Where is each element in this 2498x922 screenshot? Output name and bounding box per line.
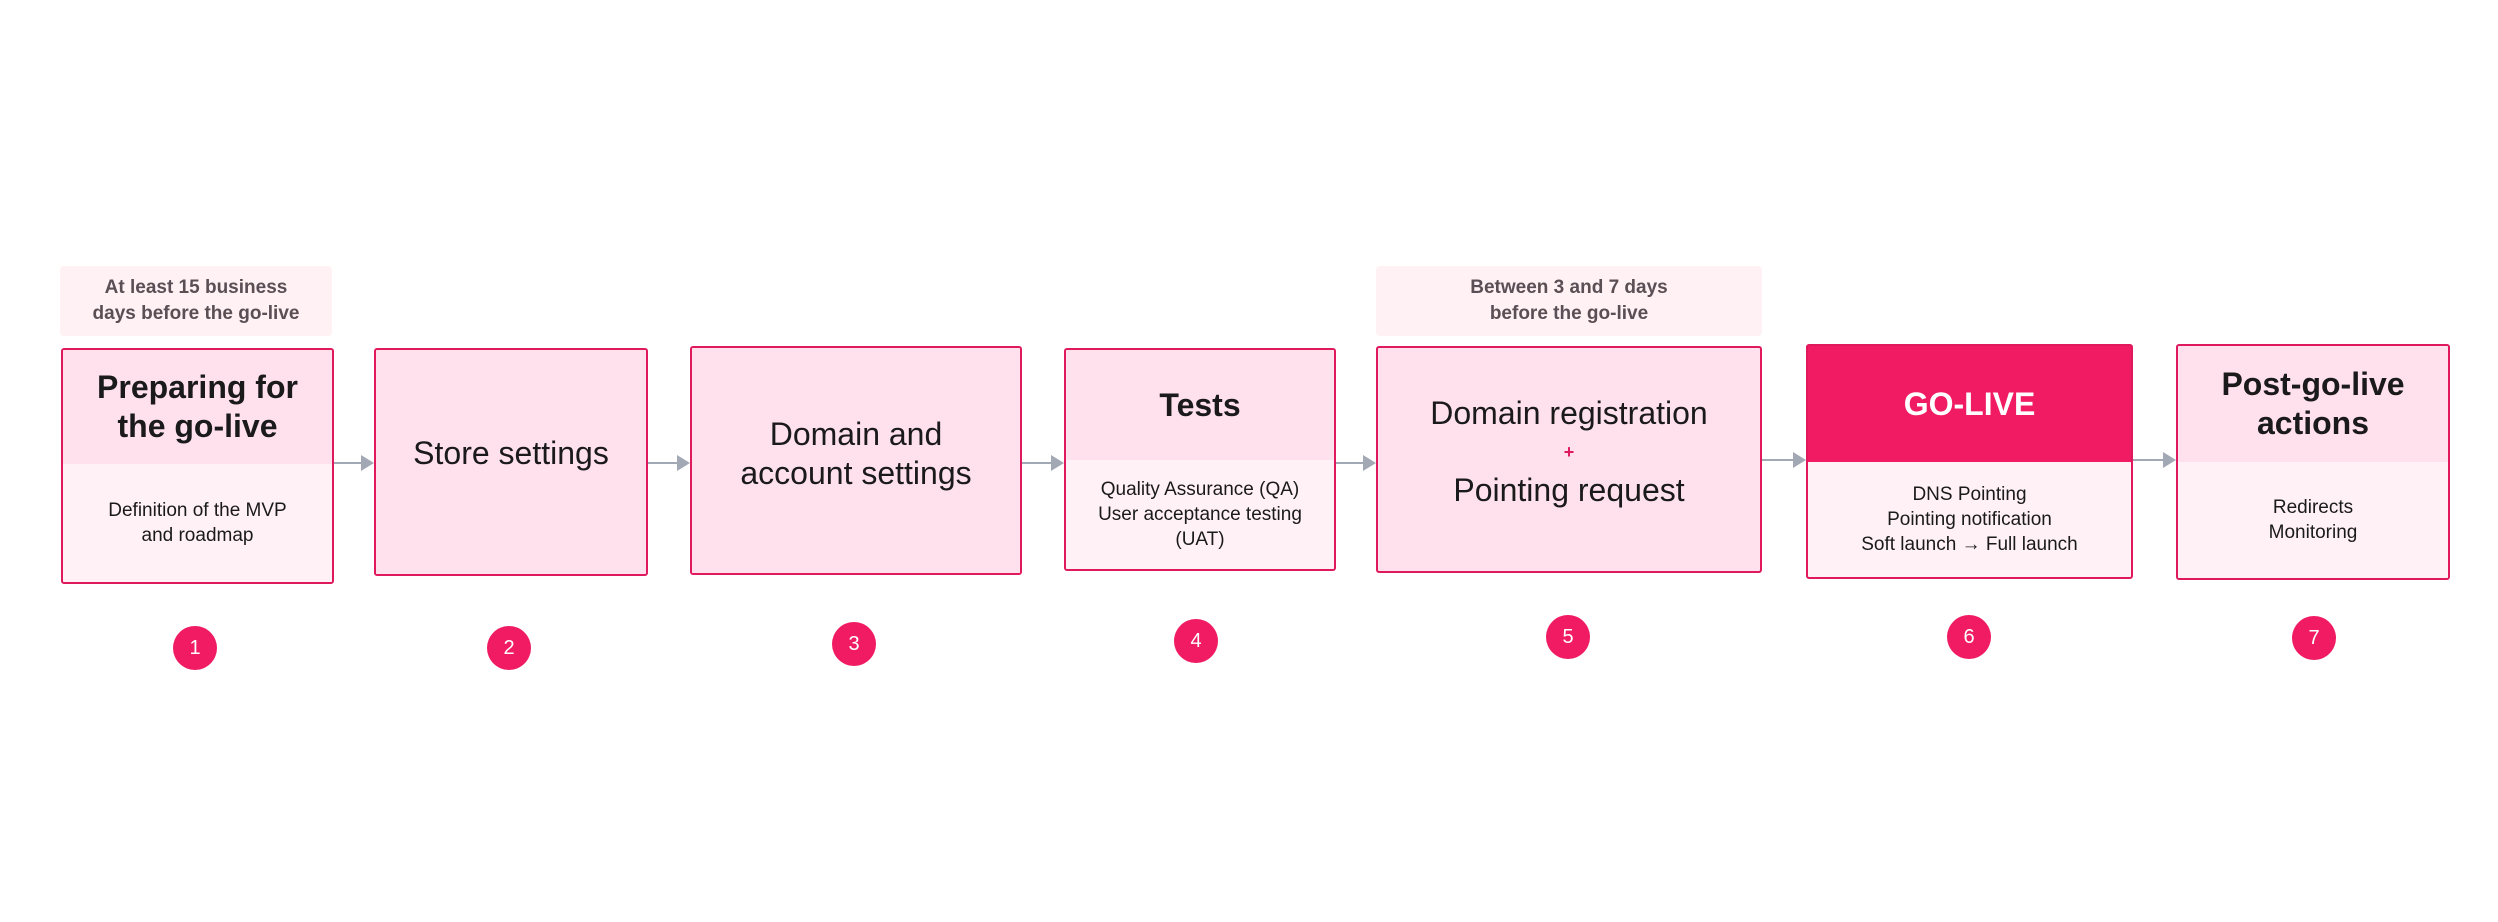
step-domain-registration: Domain registration + Pointing request <box>1376 346 1762 573</box>
arrow-3-to-4 <box>1022 455 1064 471</box>
step-store-settings: Store settings <box>374 348 648 576</box>
step-number-badge: 1 <box>173 626 217 670</box>
step-number-badge: 5 <box>1546 615 1590 659</box>
step-detail: DNS Pointing Pointing notification Soft … <box>1808 462 2131 577</box>
step-title-bottom: Pointing request <box>1453 471 1685 508</box>
timing-note-3-7-days: Between 3 and 7 days before the go-live <box>1376 266 1762 336</box>
step-post-go-live-actions: Post-go-live actions Redirects Monitorin… <box>2176 344 2450 580</box>
arrow-4-to-5 <box>1336 455 1376 471</box>
step-detail: Definition of the MVP and roadmap <box>63 464 332 582</box>
arrow-5-to-6 <box>1762 452 1806 468</box>
step-title: Preparing for the go-live <box>63 350 332 464</box>
step-detail: Quality Assurance (QA) User acceptance t… <box>1066 460 1334 569</box>
step-title: Domain and account settings <box>692 348 1020 573</box>
step-domain-account-settings: Domain and account settings <box>690 346 1022 575</box>
step-title: GO-LIVE <box>1808 346 2131 462</box>
step-number-badge: 3 <box>832 622 876 666</box>
step-number-badge: 6 <box>1947 615 1991 659</box>
step-preparing-go-live: Preparing for the go-live Definition of … <box>61 348 334 584</box>
step-number-badge: 2 <box>487 626 531 670</box>
arrow-2-to-3 <box>648 455 690 471</box>
step-detail: Redirects Monitoring <box>2178 462 2448 578</box>
step-title: Store settings <box>376 350 646 574</box>
plus-sign: + <box>1563 441 1575 462</box>
step-number-badge: 7 <box>2292 616 2336 660</box>
step-tests: Tests Quality Assurance (QA) User accept… <box>1064 348 1336 571</box>
arrow-1-to-2 <box>334 455 374 471</box>
timing-note-15-days: At least 15 business days before the go-… <box>60 266 332 336</box>
step-title-top: Domain registration <box>1430 394 1708 431</box>
step-number-badge: 4 <box>1174 619 1218 663</box>
arrow-6-to-7 <box>2133 452 2176 468</box>
step-title: Post-go-live actions <box>2178 346 2448 462</box>
step-title: Tests <box>1066 350 1334 460</box>
step-go-live: GO-LIVE DNS Pointing Pointing notificati… <box>1806 344 2133 579</box>
